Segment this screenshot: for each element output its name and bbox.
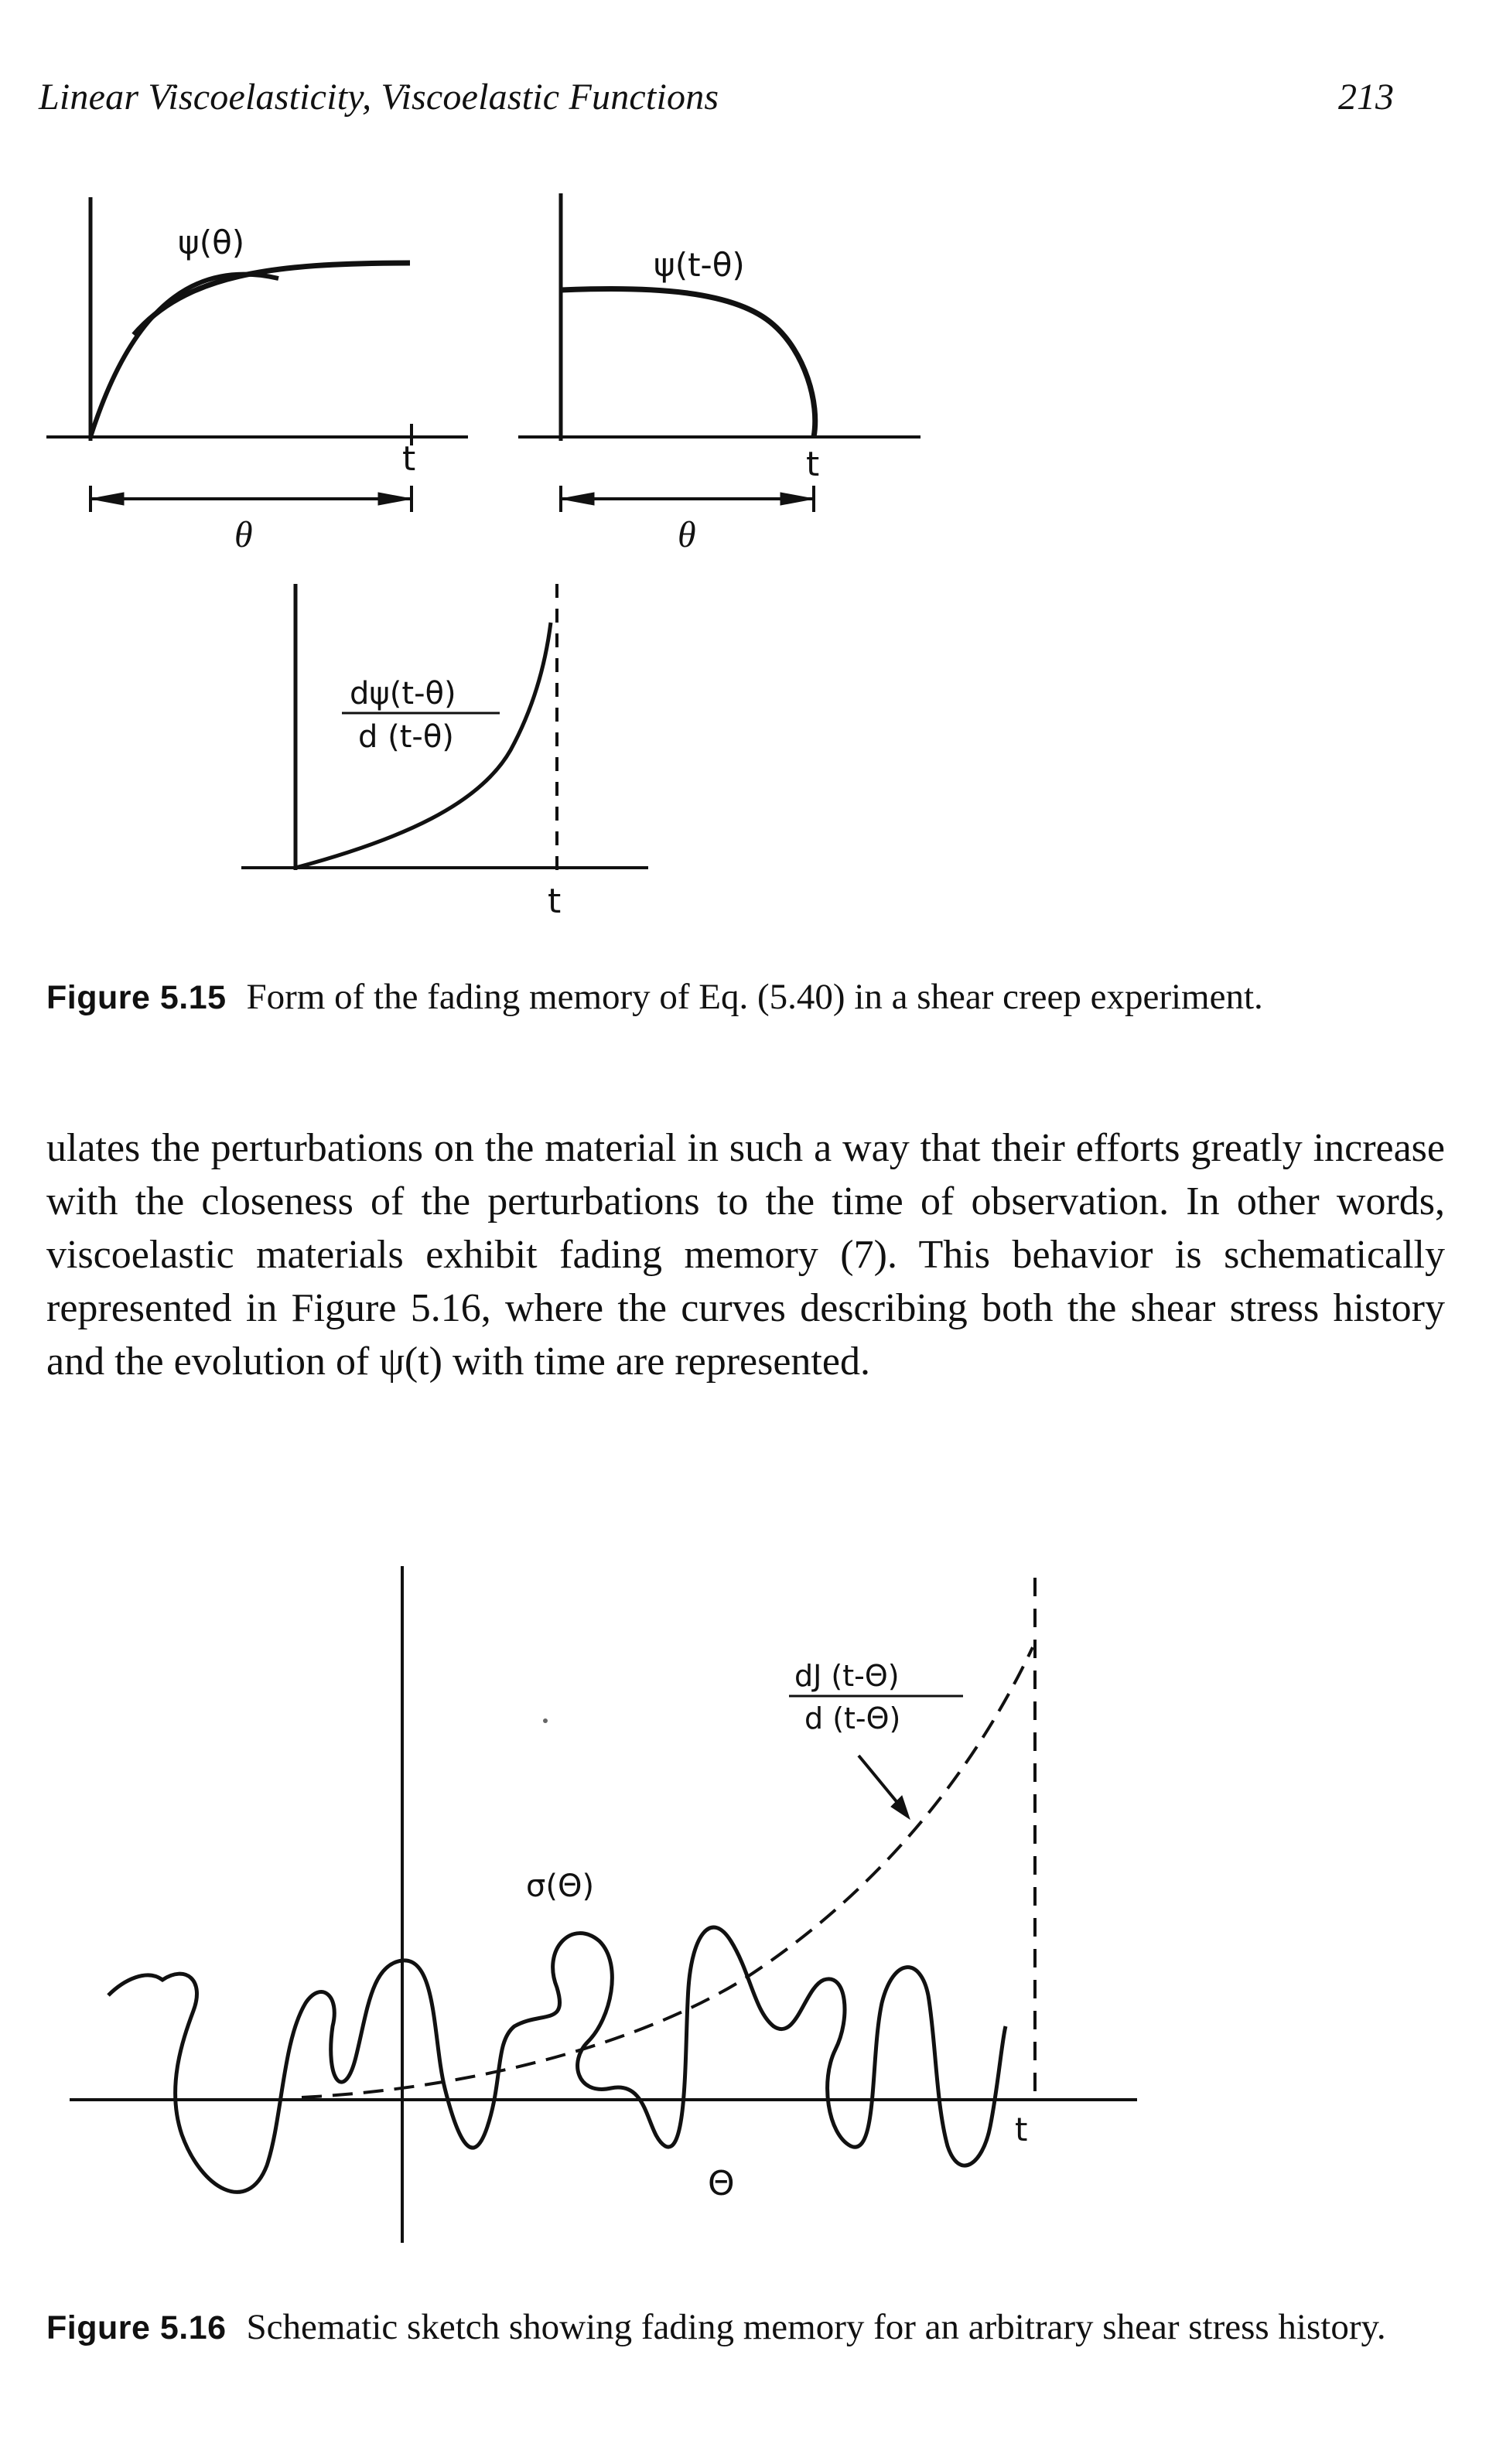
figure-5-15-panels: ψ(θ) t θ ψ(t-θ) t θ dψ(t-θ) d (t-θ) t [46, 193, 920, 921]
figure-5-16-caption: Figure 5.16 Schematic sketch showing fadi… [46, 2301, 1439, 2353]
body-paragraph: ulates the perturbations on the material… [46, 1126, 1445, 1384]
fig16-stress-curve [107, 1925, 1008, 2194]
panel-a-curve [88, 271, 279, 438]
figure-5-15-caption-text: Form of the fading memory of Eq. (5.40) … [246, 977, 1263, 1017]
panel-a-arrow-right [377, 492, 412, 506]
figure-5-16: dJ (t-Θ) d (t-Θ) σ(Θ) Θ t [70, 1566, 1137, 2243]
running-head-title: Linear Viscoelasticity, Viscoelastic Fun… [39, 77, 719, 118]
figure-5-15-label: Figure 5.15 [46, 979, 227, 1016]
panel-c-denominator: d (t-θ) [358, 719, 454, 755]
fig16-speck [543, 1718, 548, 1723]
fig16-theta-label: Θ [708, 2164, 735, 2203]
figure-5-16-label: Figure 5.16 [46, 2309, 227, 2346]
figure-5-16-caption-text: Schematic sketch showing fading memory f… [246, 2307, 1386, 2347]
panel-a-curve-label: ψ(θ) [178, 224, 244, 261]
panel-b-curve-label: ψ(t-θ) [654, 246, 745, 284]
fig16-dj-curve [301, 1647, 1034, 2099]
panel-c-curve [295, 622, 553, 870]
panel-c-t-label: t [548, 882, 561, 921]
fig16-t-label: t [1015, 2111, 1027, 2148]
figure-5-15-caption: Figure 5.15 Form of the fading memory of … [46, 971, 1439, 1023]
panel-b-arrow-right [780, 492, 815, 506]
panel-a-theta-label: θ [234, 514, 253, 555]
fig16-numerator: dJ (t-Θ) [794, 1659, 900, 1693]
panel-b-arrow-left [560, 492, 595, 506]
fig16-pointer-arrowhead [890, 1795, 910, 1821]
panel-b-theta-label: θ [678, 514, 696, 555]
page-number: 213 [1338, 77, 1394, 118]
fig16-denominator: d (t-Θ) [804, 1701, 900, 1735]
panel-a-arrow-left [90, 492, 125, 506]
panel-a-curve-tail [131, 260, 411, 337]
panel-b [518, 193, 920, 512]
running-head: Linear Viscoelasticity, Viscoelastic Fun… [0, 0, 1496, 155]
panel-a-t-label: t [402, 439, 415, 479]
panel-c [241, 584, 648, 870]
panel-b-t-label: t [806, 445, 819, 484]
fig16-stress-label: σ(Θ) [526, 1868, 594, 1904]
panel-c-numerator: dψ(t-θ) [350, 676, 456, 712]
body-text: ulates the perturbations on the material… [46, 1121, 1445, 1388]
panel-b-curve [560, 285, 818, 438]
panel-a [46, 197, 468, 512]
